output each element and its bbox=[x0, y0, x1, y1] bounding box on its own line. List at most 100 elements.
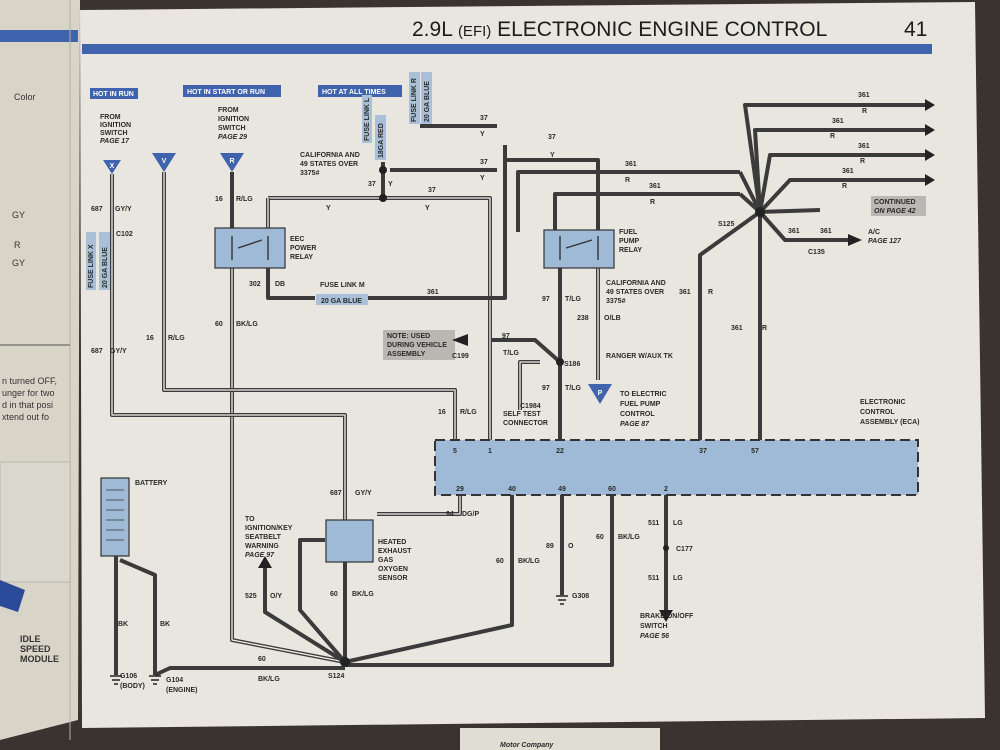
svg-text:R: R bbox=[860, 158, 865, 165]
svg-text:ELECTRONIC: ELECTRONIC bbox=[860, 399, 906, 406]
svg-text:TO ELECTRIC: TO ELECTRIC bbox=[620, 391, 667, 398]
svg-text:20 GA BLUE: 20 GA BLUE bbox=[102, 247, 109, 288]
tag-hot-in-start-or-run bbox=[183, 85, 281, 97]
eec-power-relay bbox=[214, 227, 286, 269]
svg-text:361: 361 bbox=[858, 92, 870, 99]
svg-text:R: R bbox=[650, 199, 655, 206]
left-text-4: xtend out fo bbox=[2, 412, 49, 422]
eca-pin: 49 bbox=[558, 486, 566, 493]
svg-text:HEATED: HEATED bbox=[378, 539, 406, 546]
svg-text:361: 361 bbox=[832, 118, 844, 125]
svg-text:97: 97 bbox=[542, 296, 550, 303]
svg-text:O/Y: O/Y bbox=[270, 593, 282, 600]
eca-pin: 57 bbox=[751, 448, 759, 455]
note-box bbox=[383, 330, 455, 360]
svg-text:302: 302 bbox=[249, 281, 261, 288]
ac-arrow-icon bbox=[848, 234, 862, 246]
svg-text:37: 37 bbox=[480, 115, 488, 122]
svg-text:60: 60 bbox=[596, 534, 604, 541]
page-title: 2.9L (EFI) ELECTRONIC ENGINE CONTROL bbox=[412, 18, 827, 41]
svg-text:O: O bbox=[568, 543, 574, 550]
svg-text:SENSOR: SENSOR bbox=[378, 575, 408, 582]
svg-text:CONTINUED: CONTINUED bbox=[874, 199, 916, 206]
fuse-link-m: FUSE LINK M bbox=[320, 282, 365, 289]
eca-pins-bottom: 29 40 49 60 2 bbox=[456, 486, 668, 493]
splice-s125 bbox=[755, 207, 765, 217]
svg-text:BK/LG: BK/LG bbox=[352, 591, 374, 598]
svg-text:238: 238 bbox=[577, 315, 589, 322]
svg-text:DB: DB bbox=[275, 281, 285, 288]
svg-text:49 STATES OVER: 49 STATES OVER bbox=[300, 161, 358, 168]
ignition-arrow-icon bbox=[258, 556, 272, 568]
svg-text:BK: BK bbox=[160, 621, 170, 628]
svg-text:Y: Y bbox=[480, 175, 485, 182]
svg-text:361: 361 bbox=[649, 183, 661, 190]
left-text-3: d in that posi bbox=[2, 400, 53, 410]
svg-text:S124: S124 bbox=[328, 673, 344, 680]
svg-text:GAS: GAS bbox=[378, 557, 394, 564]
svg-text:EEC: EEC bbox=[290, 236, 304, 243]
svg-text:CONNECTOR: CONNECTOR bbox=[503, 420, 548, 427]
page-number: 41 bbox=[904, 18, 927, 41]
svg-text:361: 361 bbox=[842, 168, 854, 175]
eca-pin: 40 bbox=[508, 486, 516, 493]
svg-text:IGNITION/KEY: IGNITION/KEY bbox=[245, 525, 293, 532]
electronic-control-assembly bbox=[434, 439, 919, 496]
svg-text:HOT IN RUN: HOT IN RUN bbox=[93, 91, 134, 98]
svg-text:C177: C177 bbox=[676, 546, 693, 553]
eca-pin: 2 bbox=[664, 486, 668, 493]
connector-p bbox=[588, 384, 612, 404]
svg-text:HOT AT ALL TIMES: HOT AT ALL TIMES bbox=[322, 89, 386, 96]
svg-text:R: R bbox=[842, 183, 847, 190]
tag-hot-in-run bbox=[90, 88, 138, 99]
svg-text:511: 511 bbox=[648, 575, 659, 582]
svg-text:97: 97 bbox=[542, 385, 550, 392]
left-page-stripe bbox=[0, 30, 78, 42]
svg-text:R: R bbox=[229, 158, 234, 165]
eca-pin: 5 bbox=[453, 448, 457, 455]
svg-text:18GA RED: 18GA RED bbox=[378, 123, 385, 158]
svg-text:GY/Y: GY/Y bbox=[115, 206, 132, 213]
svg-text:361: 361 bbox=[858, 143, 870, 150]
svg-text:361: 361 bbox=[679, 289, 691, 296]
svg-text:S186: S186 bbox=[564, 361, 580, 368]
svg-text:(BODY): (BODY) bbox=[120, 683, 145, 690]
svg-text:PAGE 17: PAGE 17 bbox=[100, 138, 130, 145]
svg-text:16: 16 bbox=[215, 196, 223, 203]
svg-text:RANGER W/AUX TK: RANGER W/AUX TK bbox=[606, 353, 673, 360]
svg-text:SWITCH: SWITCH bbox=[640, 623, 668, 630]
svg-text:16: 16 bbox=[146, 335, 154, 342]
svg-text:Y: Y bbox=[388, 181, 393, 188]
svg-text:LG: LG bbox=[673, 575, 683, 582]
idle-label-3: MODULE bbox=[20, 654, 59, 664]
svg-text:T/LG: T/LG bbox=[503, 350, 519, 357]
svg-text:C102: C102 bbox=[116, 231, 133, 238]
svg-text:EXHAUST: EXHAUST bbox=[378, 548, 412, 555]
wire-labels: 37 Y 37 Y 37 Y 37 Y 37 Y Y 16 R/LG 687 G… bbox=[91, 92, 870, 683]
svg-text:GY/Y: GY/Y bbox=[355, 490, 372, 497]
svg-text:ASSEMBLY: ASSEMBLY bbox=[387, 351, 426, 358]
svg-text:PAGE 29: PAGE 29 bbox=[218, 134, 247, 141]
svg-text:DG/P: DG/P bbox=[462, 511, 479, 518]
svg-text:NOTE: USED: NOTE: USED bbox=[387, 333, 430, 340]
svg-text:37: 37 bbox=[428, 187, 436, 194]
svg-text:CALIFORNIA AND: CALIFORNIA AND bbox=[606, 280, 666, 287]
svg-text:PAGE 87: PAGE 87 bbox=[620, 421, 650, 428]
svg-text:CONTROL: CONTROL bbox=[620, 411, 655, 418]
svg-text:37: 37 bbox=[368, 181, 376, 188]
tag-hot-at-all-times bbox=[318, 85, 402, 97]
svg-text:C199: C199 bbox=[452, 353, 469, 360]
left-text-1: n turned OFF, bbox=[2, 376, 57, 386]
svg-text:T/LG: T/LG bbox=[565, 296, 581, 303]
svg-text:361: 361 bbox=[731, 325, 743, 332]
svg-text:GY/Y: GY/Y bbox=[110, 348, 127, 355]
svg-text:DURING VEHICLE: DURING VEHICLE bbox=[387, 342, 447, 349]
heated-oxygen-sensor bbox=[325, 519, 374, 563]
svg-text:687: 687 bbox=[330, 490, 342, 497]
left-text-2: unger for two bbox=[2, 388, 55, 398]
left-r: R bbox=[14, 240, 21, 250]
svg-text:FROM: FROM bbox=[100, 114, 121, 121]
svg-text:PUMP: PUMP bbox=[619, 238, 640, 245]
svg-text:525: 525 bbox=[245, 593, 257, 600]
